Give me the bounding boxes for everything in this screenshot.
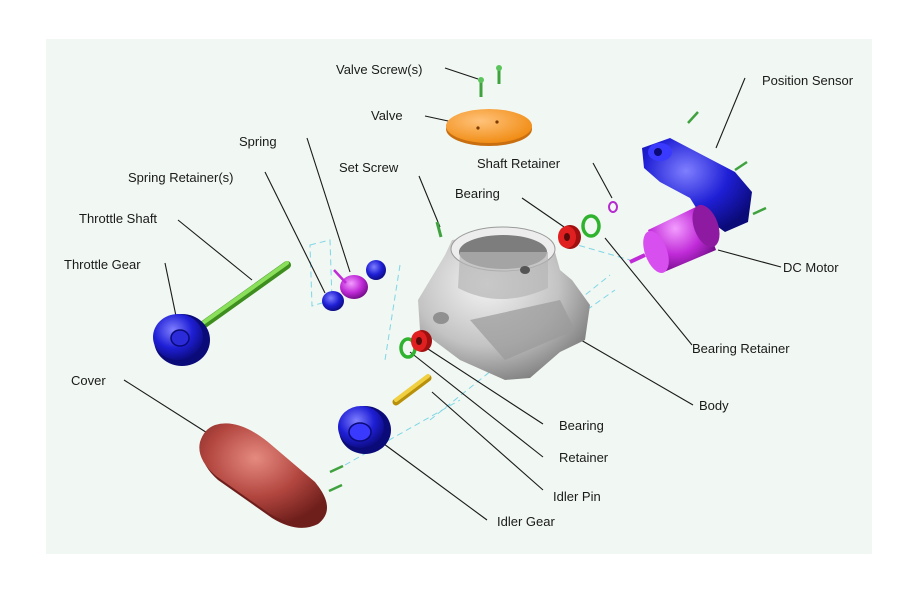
spring-retainers-part <box>322 260 386 311</box>
cover-part <box>199 423 327 528</box>
bearing-top-part <box>558 225 581 249</box>
label-cover: Cover <box>71 373 106 388</box>
idler-gear-part <box>338 406 391 454</box>
label-spring: Spring <box>239 134 277 149</box>
leader-lines <box>123 67 782 521</box>
label-dc-motor: DC Motor <box>783 260 839 275</box>
label-position-sensor: Position Sensor <box>762 73 854 88</box>
label-spring-retainers: Spring Retainer(s) <box>128 170 234 185</box>
label-body: Body <box>699 398 729 413</box>
idler-pin-part <box>392 374 432 406</box>
dc-motor <box>629 204 720 274</box>
label-valve-screws: Valve Screw(s) <box>336 62 423 77</box>
throttle-body <box>418 226 590 380</box>
position-sensor <box>642 111 767 232</box>
shaft-retainer-ring <box>608 201 618 213</box>
label-bearing-retainer: Bearing Retainer <box>692 341 790 356</box>
label-valve: Valve <box>371 108 403 123</box>
label-idler-gear: Idler Gear <box>497 514 555 529</box>
label-throttle-shaft: Throttle Shaft <box>79 211 158 226</box>
throttle-gear-part <box>153 314 210 366</box>
label-shaft-retainer: Shaft Retainer <box>477 156 561 171</box>
label-throttle-gear: Throttle Gear <box>64 257 141 272</box>
throttle-shaft-part <box>192 261 291 334</box>
bearing-bottom-part <box>411 330 432 352</box>
label-set-screw: Set Screw <box>339 160 399 175</box>
label-retainer: Retainer <box>559 450 609 465</box>
bearing-retainer-ring <box>581 214 601 238</box>
cover-screws <box>328 464 344 493</box>
spring-part <box>333 269 368 299</box>
label-bearing-bottom: Bearing <box>559 418 604 433</box>
label-bearing-top: Bearing <box>455 186 500 201</box>
label-idler-pin: Idler Pin <box>553 489 601 504</box>
set-screw-part <box>435 221 443 238</box>
valve-screws <box>478 65 502 97</box>
valve-disc <box>446 109 532 146</box>
